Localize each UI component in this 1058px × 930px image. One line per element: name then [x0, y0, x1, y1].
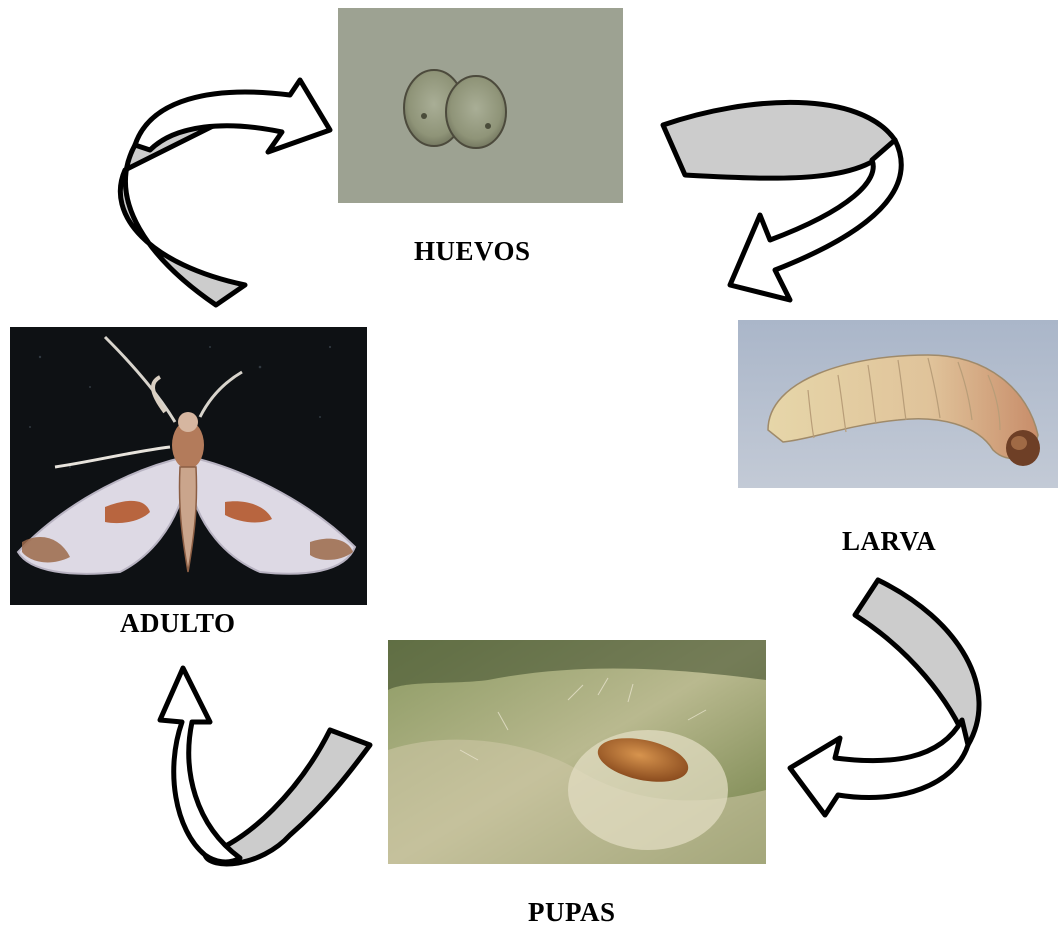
arrow-larva-to-pupa — [790, 580, 979, 815]
arrow-pupa-to-adult — [160, 668, 370, 864]
arrow-adult-to-eggs — [120, 80, 330, 305]
larva-photo — [738, 320, 1058, 488]
eggs-label: HUEVOS — [414, 236, 530, 267]
arrow-eggs-to-larva — [663, 102, 901, 300]
adult-label: ADULTO — [120, 608, 236, 639]
pupa-label: PUPAS — [528, 897, 616, 928]
pupa-photo — [388, 640, 766, 864]
adult-photo — [10, 327, 367, 605]
eggs-photo — [338, 8, 623, 203]
larva-label: LARVA — [842, 526, 936, 557]
